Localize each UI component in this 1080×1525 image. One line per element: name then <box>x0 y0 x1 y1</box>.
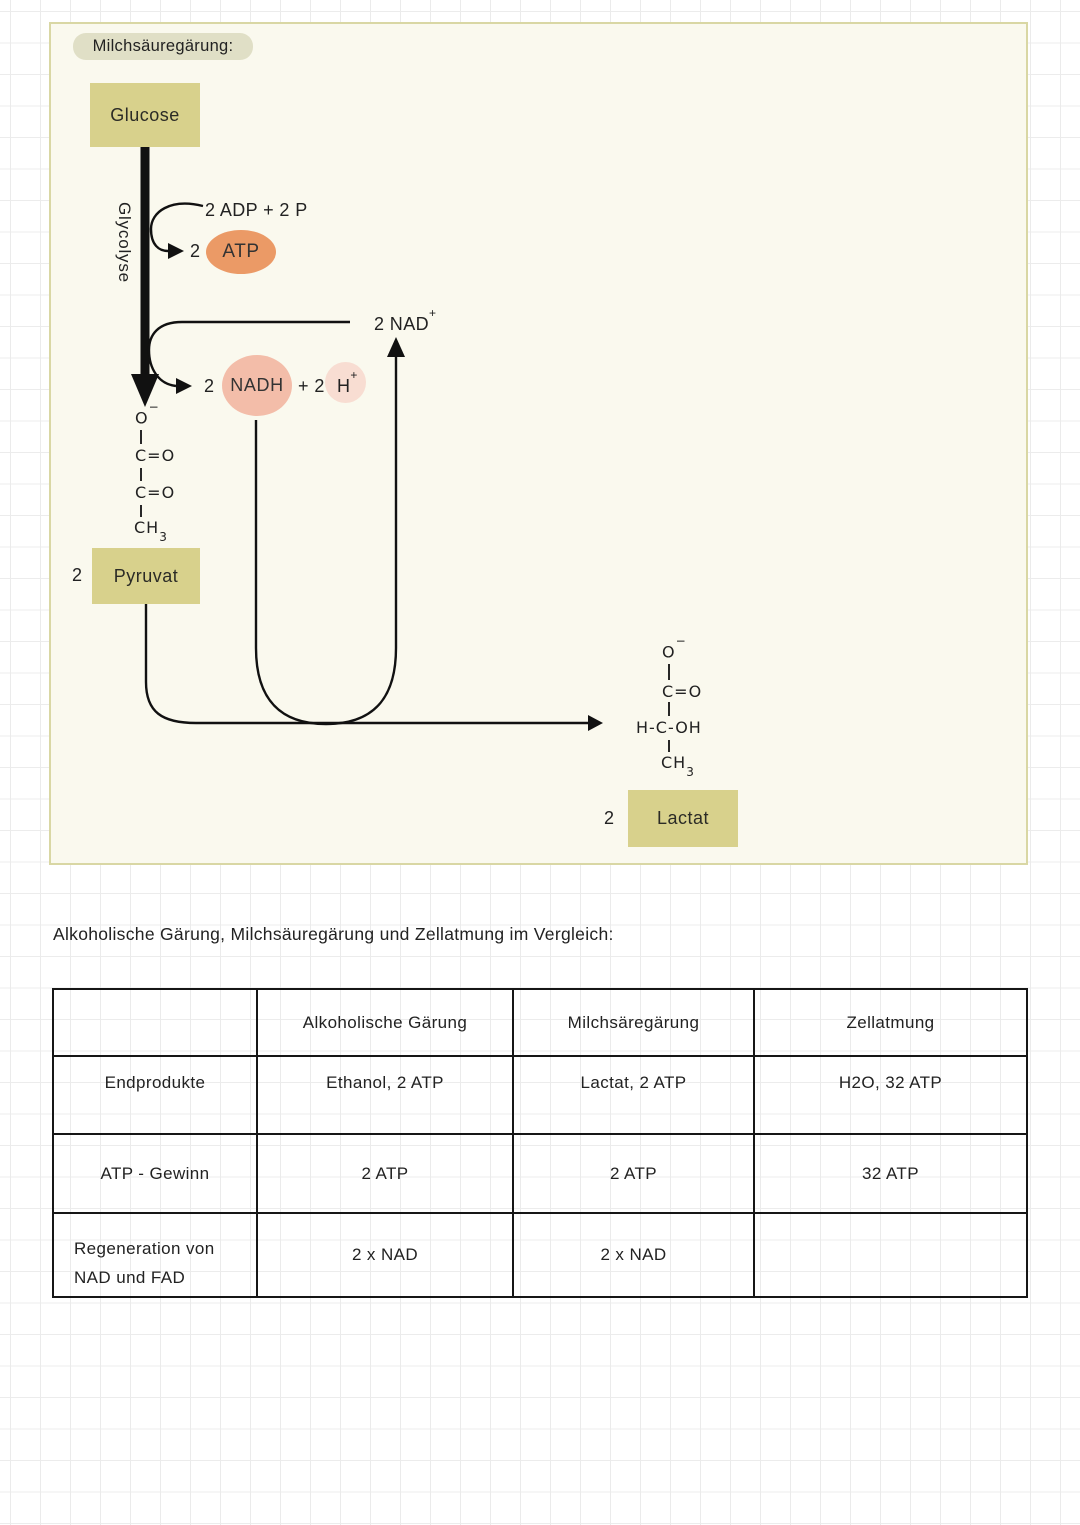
lactate-coefficient: 2 <box>604 808 615 828</box>
nad-label: 2 NAD+ <box>374 306 437 334</box>
row-regeneration-zellatmung <box>755 1214 1026 1296</box>
lactate-box: Lactat <box>628 790 738 847</box>
nad-plus-sup: + <box>429 306 437 320</box>
row-atp-gewinn-alkoholisch: 2 ATP <box>258 1135 514 1214</box>
pyruvate-ch3: CH3 <box>134 518 168 545</box>
diagram-title-text: Milchsäuregärung: <box>92 37 234 55</box>
table-header-alkoholische-gaerung: Alkoholische Gärung <box>258 990 514 1057</box>
table-header-zellatmung: Zellatmung <box>755 990 1026 1057</box>
pyruvate-coefficient: 2 <box>72 565 83 585</box>
row-atp-gewinn-milchsaeure: 2 ATP <box>514 1135 755 1214</box>
pyruvate-o-minus: O− <box>135 400 160 428</box>
row-atp-gewinn-label: ATP - Gewinn <box>54 1135 258 1214</box>
nadh-bubble: NADH <box>222 355 292 416</box>
lactate-c1: C=O <box>662 682 703 701</box>
row-endprodukte-alkoholisch: Ethanol, 2 ATP <box>258 1057 514 1135</box>
pyruvate-label: Pyruvat <box>113 565 179 586</box>
pyruvate-c2: C=O <box>135 483 176 502</box>
pyruvate-c1: C=O <box>135 446 176 465</box>
glucose-label: Glucose <box>110 104 180 125</box>
nadh-label: NADH <box>230 375 284 395</box>
table-header-empty <box>54 990 258 1057</box>
row-atp-gewinn-zellatmung: 32 ATP <box>755 1135 1026 1214</box>
atp-label: ATP <box>222 241 260 262</box>
comparison-heading: Alkoholische Gärung, Milchsäuregärung un… <box>53 924 614 944</box>
plus-two-label: + 2 <box>298 376 325 396</box>
atp-bubble: ATP <box>206 230 276 274</box>
comparison-table: Alkoholische Gärung Milchsäregärung Zell… <box>52 988 1028 1298</box>
lactate-ch3: CH3 <box>661 753 695 780</box>
lactate-o-minus: O− <box>662 634 687 662</box>
lactate-label: Lactat <box>656 808 710 828</box>
row-regeneration-milchsaeure: 2 x NAD <box>514 1214 755 1296</box>
glycolysis-label: Glycolyse <box>115 202 134 283</box>
row-regeneration-alkoholisch: 2 x NAD <box>258 1214 514 1296</box>
row-endprodukte-zellatmung: H2O, 32 ATP <box>755 1057 1026 1135</box>
h-plus-bubble <box>325 362 366 403</box>
diagram-frame <box>49 22 1028 865</box>
pyruvate-box: Pyruvat <box>92 548 200 604</box>
atp-coefficient: 2 <box>190 241 201 261</box>
h-plus-label: H+ <box>337 368 358 396</box>
row-regeneration-label: Regeneration von NAD und FAD <box>54 1214 258 1296</box>
h-plus-sup: + <box>350 368 358 382</box>
nadh-coefficient: 2 <box>204 376 215 396</box>
diagram-title: Milchsäuregärung: <box>73 33 253 60</box>
table-header-milchsaeregaerung: Milchsäregärung <box>514 990 755 1057</box>
lactate-hcoh: H-C-OH <box>636 718 702 737</box>
adp-label: 2 ADP + 2 P <box>205 200 308 220</box>
row-endprodukte-milchsaeure: Lactat, 2 ATP <box>514 1057 755 1135</box>
glucose-box: Glucose <box>90 83 200 147</box>
row-endprodukte-label: Endprodukte <box>54 1057 258 1135</box>
